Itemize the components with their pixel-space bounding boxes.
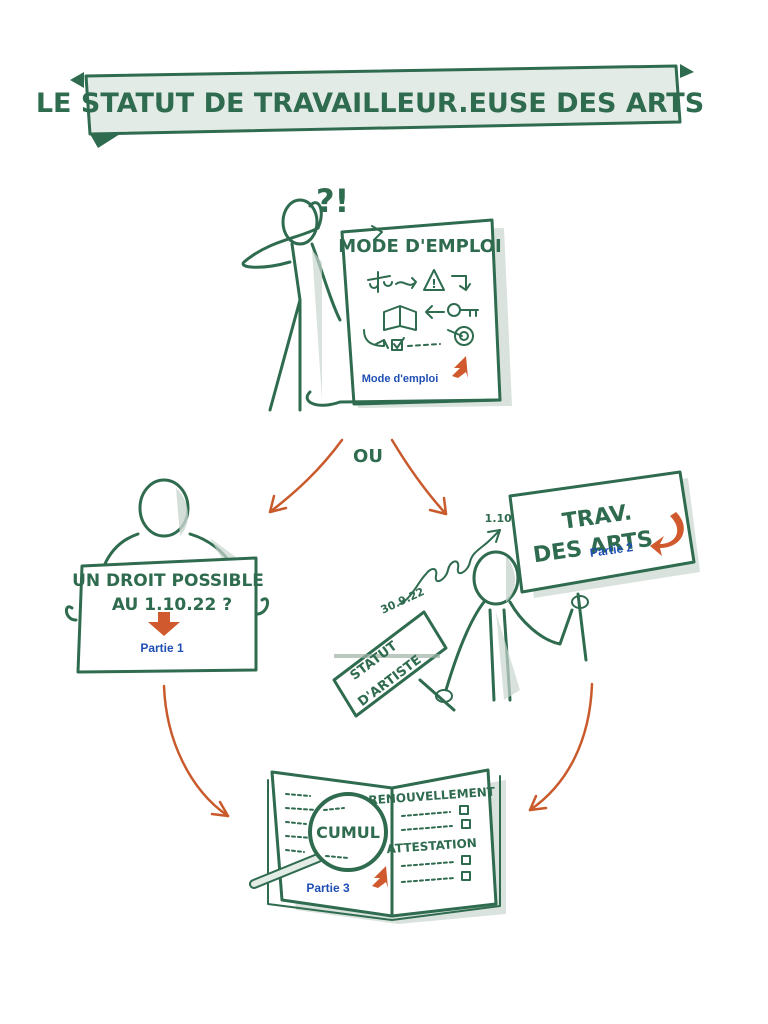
checkbox-icon (391, 337, 405, 351)
renewal-check-2 (461, 819, 471, 829)
left-arrow-icon (425, 305, 445, 319)
part1-link[interactable]: Partie 1 (140, 641, 184, 655)
turn-arrow-icon (451, 275, 471, 291)
loop-arrow-icon (363, 329, 385, 347)
book-left-text (285, 793, 317, 867)
title-banner: LE STATUT DE TRAVAILLEUR.EUSE DES ARTS (36, 64, 704, 148)
part1-sign: UN DROIT POSSIBLE AU 1.10.22 ? Partie 1 (65, 556, 269, 674)
magnifier-label: CUMUL (316, 823, 380, 842)
curved-arrow-icon (650, 512, 684, 556)
part1-sign-line2: AU 1.10.22 ? (112, 595, 232, 615)
part1-illustration: UN DROIT POSSIBLE AU 1.10.22 ? Partie 1 (65, 478, 269, 674)
guide-sign-title: MODE D'EMPLOI (338, 236, 501, 257)
guide-scroll: MODE D'EMPLOI ! (305, 218, 512, 408)
renewal-check-1 (459, 805, 469, 815)
page-title: LE STATUT DE TRAVAILLEUR.EUSE DES ARTS (36, 88, 704, 119)
book-icon (383, 305, 417, 331)
part1-sign-line1: UN DROIT POSSIBLE (72, 571, 264, 591)
squiggle-arrow-icon (395, 277, 417, 289)
attestation-check-2 (461, 871, 471, 881)
part2-sign: TRAV. DES ARTS Partie 2 (508, 470, 700, 662)
thinking-person (241, 198, 342, 412)
dashed-path-icon (407, 343, 441, 347)
magnifier-icon: CUMUL (249, 792, 388, 889)
part2-link[interactable]: Partie 2 (589, 540, 634, 560)
part2-illustration: 30.9.22 1.10.22 TRAV. DES ARTS Partie 2 (332, 470, 700, 718)
timeline-spiral (399, 529, 501, 605)
red-pointer-icon (452, 356, 468, 378)
flow-arrow-right (390, 438, 448, 516)
down-arrow-icon (148, 612, 180, 636)
flow-arrow-bottom-right (528, 682, 594, 812)
part3-pointer-icon (372, 866, 388, 888)
flow-arrow-left (268, 438, 344, 514)
part3-illustration: RENOUVELLEMENT ATTESTATION CUMUL Partie … (249, 768, 506, 924)
key-icon (447, 303, 479, 317)
date-start: 30.9.22 (379, 585, 427, 616)
guide-illustration: ?! MODE D'EMPLOI ! (241, 182, 512, 412)
attestation-heading: ATTESTATION (386, 836, 477, 856)
guide-link[interactable]: Mode d'emploi (362, 373, 439, 385)
part3-link[interactable]: Partie 3 (306, 881, 350, 895)
warning-icon: ! (423, 269, 445, 291)
scale-icon (367, 271, 393, 293)
connector-or: OU (353, 446, 383, 467)
svg-text:!: ! (431, 277, 436, 291)
old-status-sign: STATUT D'ARTISTE (332, 610, 456, 718)
target-icon (447, 326, 474, 346)
sign-holder-person (444, 550, 574, 702)
flow-arrow-bottom-left (162, 684, 230, 818)
attestation-check-1 (461, 855, 471, 865)
